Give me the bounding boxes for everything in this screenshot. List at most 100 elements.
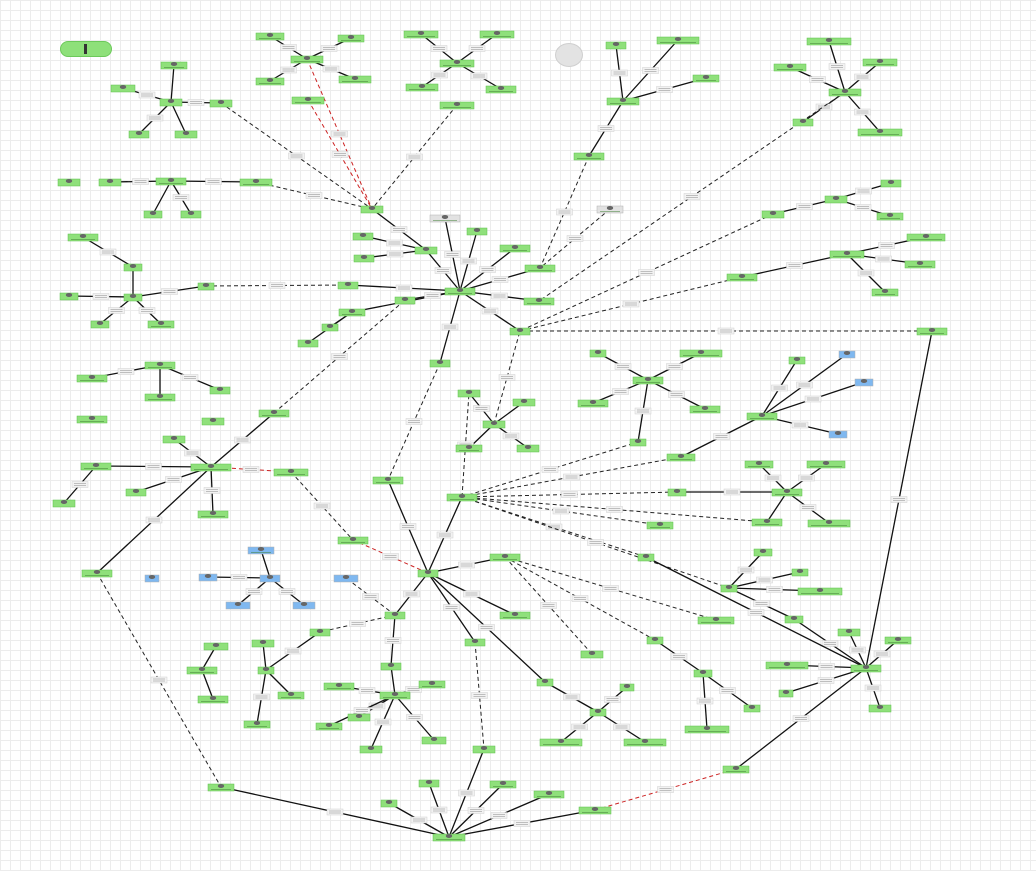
device-node[interactable] bbox=[466, 227, 488, 236]
device-node[interactable] bbox=[573, 152, 605, 161]
alert-link[interactable] bbox=[306, 58, 373, 210]
device-node[interactable] bbox=[829, 250, 865, 259]
device-node[interactable] bbox=[876, 212, 904, 221]
device-node[interactable] bbox=[539, 738, 583, 747]
device-node[interactable] bbox=[605, 41, 627, 50]
device-node[interactable] bbox=[432, 833, 466, 842]
device-node[interactable] bbox=[455, 444, 483, 453]
device-node[interactable] bbox=[81, 569, 113, 578]
device-node[interactable] bbox=[788, 356, 806, 365]
device-node[interactable] bbox=[273, 468, 309, 477]
device-node[interactable] bbox=[429, 359, 451, 368]
device-node[interactable] bbox=[315, 722, 343, 731]
device-node[interactable] bbox=[337, 281, 359, 290]
device-node[interactable] bbox=[533, 790, 565, 799]
device-node[interactable] bbox=[384, 611, 406, 620]
device-node[interactable] bbox=[693, 669, 713, 678]
device-node[interactable] bbox=[880, 179, 902, 188]
device-node[interactable] bbox=[744, 460, 774, 469]
device-node[interactable] bbox=[209, 386, 231, 395]
network-link[interactable] bbox=[766, 491, 788, 523]
device-node[interactable] bbox=[656, 36, 700, 45]
device-node[interactable] bbox=[439, 59, 475, 68]
device-node[interactable] bbox=[291, 96, 325, 105]
device-node[interactable] bbox=[414, 246, 438, 255]
device-node[interactable] bbox=[499, 244, 531, 253]
device-node[interactable] bbox=[773, 63, 807, 72]
device-node[interactable] bbox=[606, 97, 640, 106]
network-link[interactable] bbox=[493, 330, 521, 425]
network-link[interactable] bbox=[201, 669, 214, 700]
device-node[interactable] bbox=[186, 666, 218, 675]
device-node[interactable] bbox=[162, 435, 186, 444]
device-node[interactable] bbox=[720, 584, 738, 593]
device-node[interactable] bbox=[144, 393, 176, 402]
device-node[interactable] bbox=[98, 178, 122, 187]
device-node[interactable] bbox=[80, 462, 112, 471]
device-node[interactable] bbox=[667, 488, 687, 497]
network-link[interactable] bbox=[152, 180, 172, 215]
network-link[interactable] bbox=[539, 155, 590, 269]
device-node[interactable] bbox=[753, 548, 773, 557]
device-node[interactable] bbox=[197, 695, 229, 704]
network-link[interactable] bbox=[96, 572, 222, 788]
switch-node[interactable] bbox=[225, 601, 251, 610]
network-link[interactable] bbox=[260, 549, 271, 579]
device-node[interactable] bbox=[243, 720, 271, 729]
device-node[interactable] bbox=[632, 376, 664, 385]
device-node[interactable] bbox=[394, 296, 416, 305]
device-node[interactable] bbox=[444, 287, 476, 296]
device-node[interactable] bbox=[57, 178, 81, 187]
device-node[interactable] bbox=[67, 233, 99, 242]
device-node[interactable] bbox=[906, 233, 946, 242]
device-node[interactable] bbox=[338, 75, 372, 84]
device-node[interactable] bbox=[457, 389, 481, 398]
unknown-device-node[interactable] bbox=[429, 214, 461, 223]
device-node[interactable] bbox=[380, 799, 398, 808]
device-node[interactable] bbox=[884, 636, 912, 645]
device-node[interactable] bbox=[868, 704, 892, 713]
device-node[interactable] bbox=[421, 736, 447, 745]
device-node[interactable] bbox=[439, 101, 475, 110]
device-node[interactable] bbox=[580, 650, 604, 659]
device-node[interactable] bbox=[689, 405, 721, 414]
device-node[interactable] bbox=[646, 521, 674, 530]
device-node[interactable] bbox=[589, 708, 607, 717]
device-node[interactable] bbox=[489, 780, 517, 789]
device-node[interactable] bbox=[771, 488, 803, 497]
device-node[interactable] bbox=[379, 691, 411, 700]
device-node[interactable] bbox=[255, 77, 285, 86]
device-node[interactable] bbox=[726, 273, 758, 282]
cloud-icon[interactable] bbox=[60, 41, 112, 57]
device-node[interactable] bbox=[337, 536, 369, 545]
device-node[interactable] bbox=[52, 499, 76, 508]
device-node[interactable] bbox=[405, 83, 439, 92]
device-node[interactable] bbox=[125, 488, 147, 497]
device-node[interactable] bbox=[203, 642, 229, 651]
device-node[interactable] bbox=[372, 476, 404, 485]
device-node[interactable] bbox=[174, 130, 198, 139]
device-node[interactable] bbox=[646, 636, 664, 645]
device-node[interactable] bbox=[464, 638, 486, 647]
device-node[interactable] bbox=[499, 611, 531, 620]
device-node[interactable] bbox=[485, 85, 517, 94]
device-node[interactable] bbox=[309, 628, 331, 637]
device-node[interactable] bbox=[577, 399, 609, 408]
network-link[interactable] bbox=[170, 64, 175, 103]
device-node[interactable] bbox=[160, 61, 188, 70]
device-node[interactable] bbox=[536, 678, 554, 687]
device-node[interactable] bbox=[323, 682, 355, 691]
device-node[interactable] bbox=[797, 587, 843, 596]
device-node[interactable] bbox=[143, 210, 163, 219]
device-node[interactable] bbox=[360, 205, 384, 214]
device-node[interactable] bbox=[337, 34, 365, 43]
device-node[interactable] bbox=[123, 293, 143, 302]
device-node[interactable] bbox=[791, 568, 809, 577]
device-node[interactable] bbox=[746, 412, 778, 421]
device-node[interactable] bbox=[190, 463, 232, 472]
device-node[interactable] bbox=[446, 493, 478, 502]
network-link[interactable] bbox=[519, 213, 774, 332]
device-node[interactable] bbox=[828, 88, 862, 97]
device-node[interactable] bbox=[159, 98, 183, 107]
device-node[interactable] bbox=[824, 195, 848, 204]
